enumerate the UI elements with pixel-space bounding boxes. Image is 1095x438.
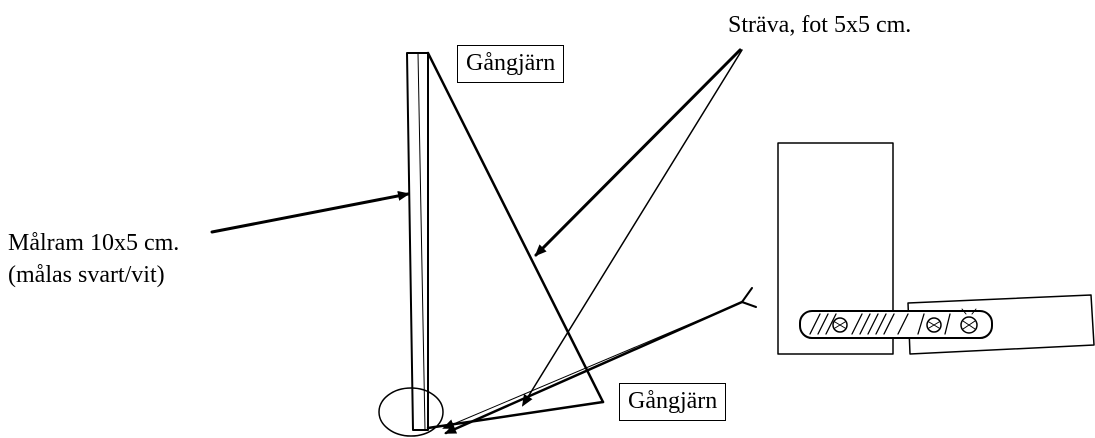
strut-label: Sträva, fot 5x5 cm. [728,12,912,38]
hinge-bottom-label: Gångjärn [619,383,727,421]
strut-arrow-lower [521,49,743,407]
strut-triangle [426,51,605,430]
goal-frame-post [406,52,429,431]
hinge-detail-hinge-plate [799,310,993,339]
frame-label-line1: Målram 10x5 cm. [8,230,180,256]
hinge-arrow-tail-fork [741,287,757,308]
hinge-detail-screw-crosshatch [834,308,977,330]
frame-arrow [210,190,410,234]
hinge-top-label: Gångjärn [457,45,565,83]
hinge-detail [777,142,1095,355]
strut-arrow-upper [534,48,742,257]
hinge-arrow-thin [442,301,743,429]
hinge-arrow-thick [444,300,744,435]
hinge-highlight-ellipse [378,387,444,437]
hinge-detail-hatching [809,313,951,335]
frame-label-line2: (målas svart/vit) [8,262,165,288]
